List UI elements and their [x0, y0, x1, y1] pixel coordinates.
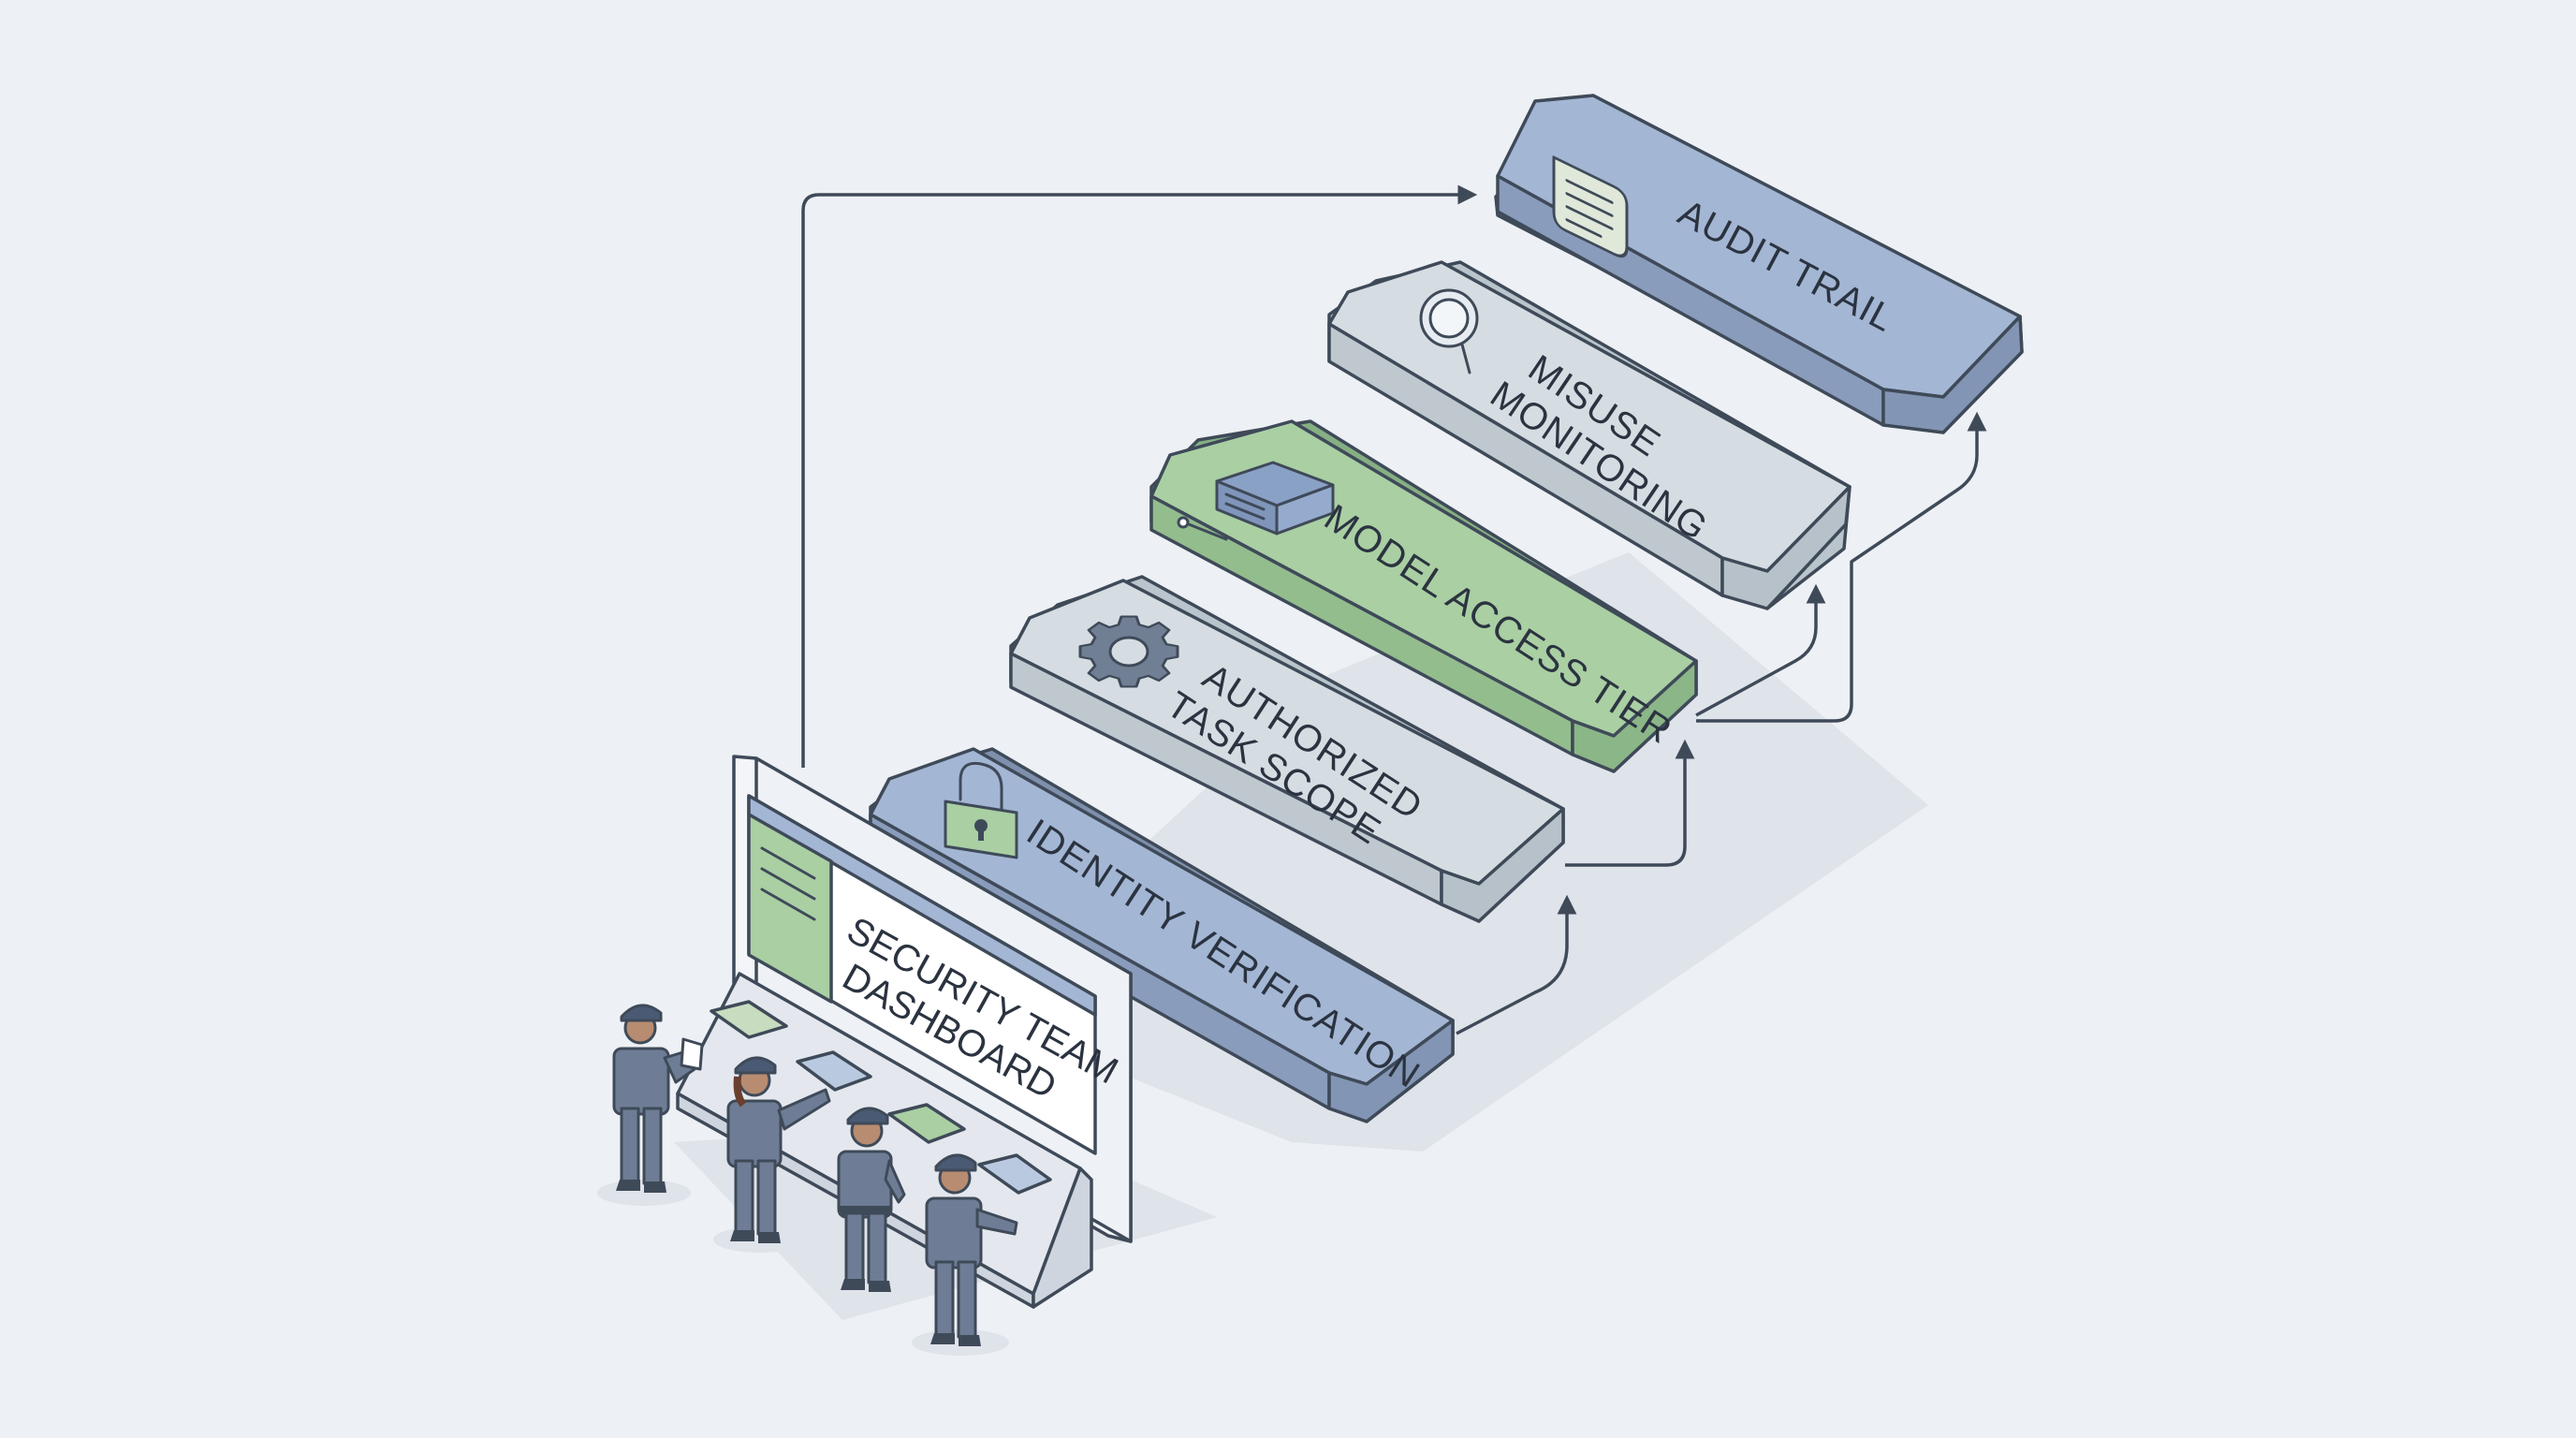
monitor-icon — [732, 755, 1133, 1243]
bypass-arrow — [801, 184, 1478, 768]
scroll-icon — [1552, 155, 1629, 258]
arrow-model-to-audit — [1696, 411, 1987, 723]
security-team-figures — [597, 1004, 1018, 1356]
layer-model-access-tier: MODEL ACCESS TIER — [1149, 419, 1698, 773]
arrow-identity-to-scope — [1456, 894, 1577, 1035]
guard-figure-1 — [597, 1004, 704, 1206]
arrow-scope-to-model — [1565, 739, 1695, 867]
console-button-2[interactable] — [796, 1050, 872, 1092]
console-button-1[interactable] — [710, 1000, 788, 1039]
server-icon — [1177, 461, 1335, 541]
guard-figure-4 — [912, 1153, 1018, 1356]
layer-authorized-task-scope: AUTHORIZED TASK SCOPE — [1009, 575, 1565, 923]
padlock-icon — [944, 761, 1018, 859]
gear-icon — [1078, 615, 1179, 688]
layer-misuse-monitoring: MISUSE MONITORING — [1327, 260, 1852, 610]
magnifier-icon — [1419, 288, 1479, 374]
console-button-3[interactable] — [887, 1103, 966, 1144]
console-button-4[interactable] — [977, 1153, 1052, 1195]
guard-figure-2 — [713, 1056, 831, 1253]
arrow-model-to-misuse — [1695, 583, 1826, 717]
flow-arrows — [1456, 411, 1987, 1035]
guard-figure-3 — [824, 1107, 917, 1301]
layer-audit-trail: AUDIT TRAIL — [1494, 94, 2024, 434]
